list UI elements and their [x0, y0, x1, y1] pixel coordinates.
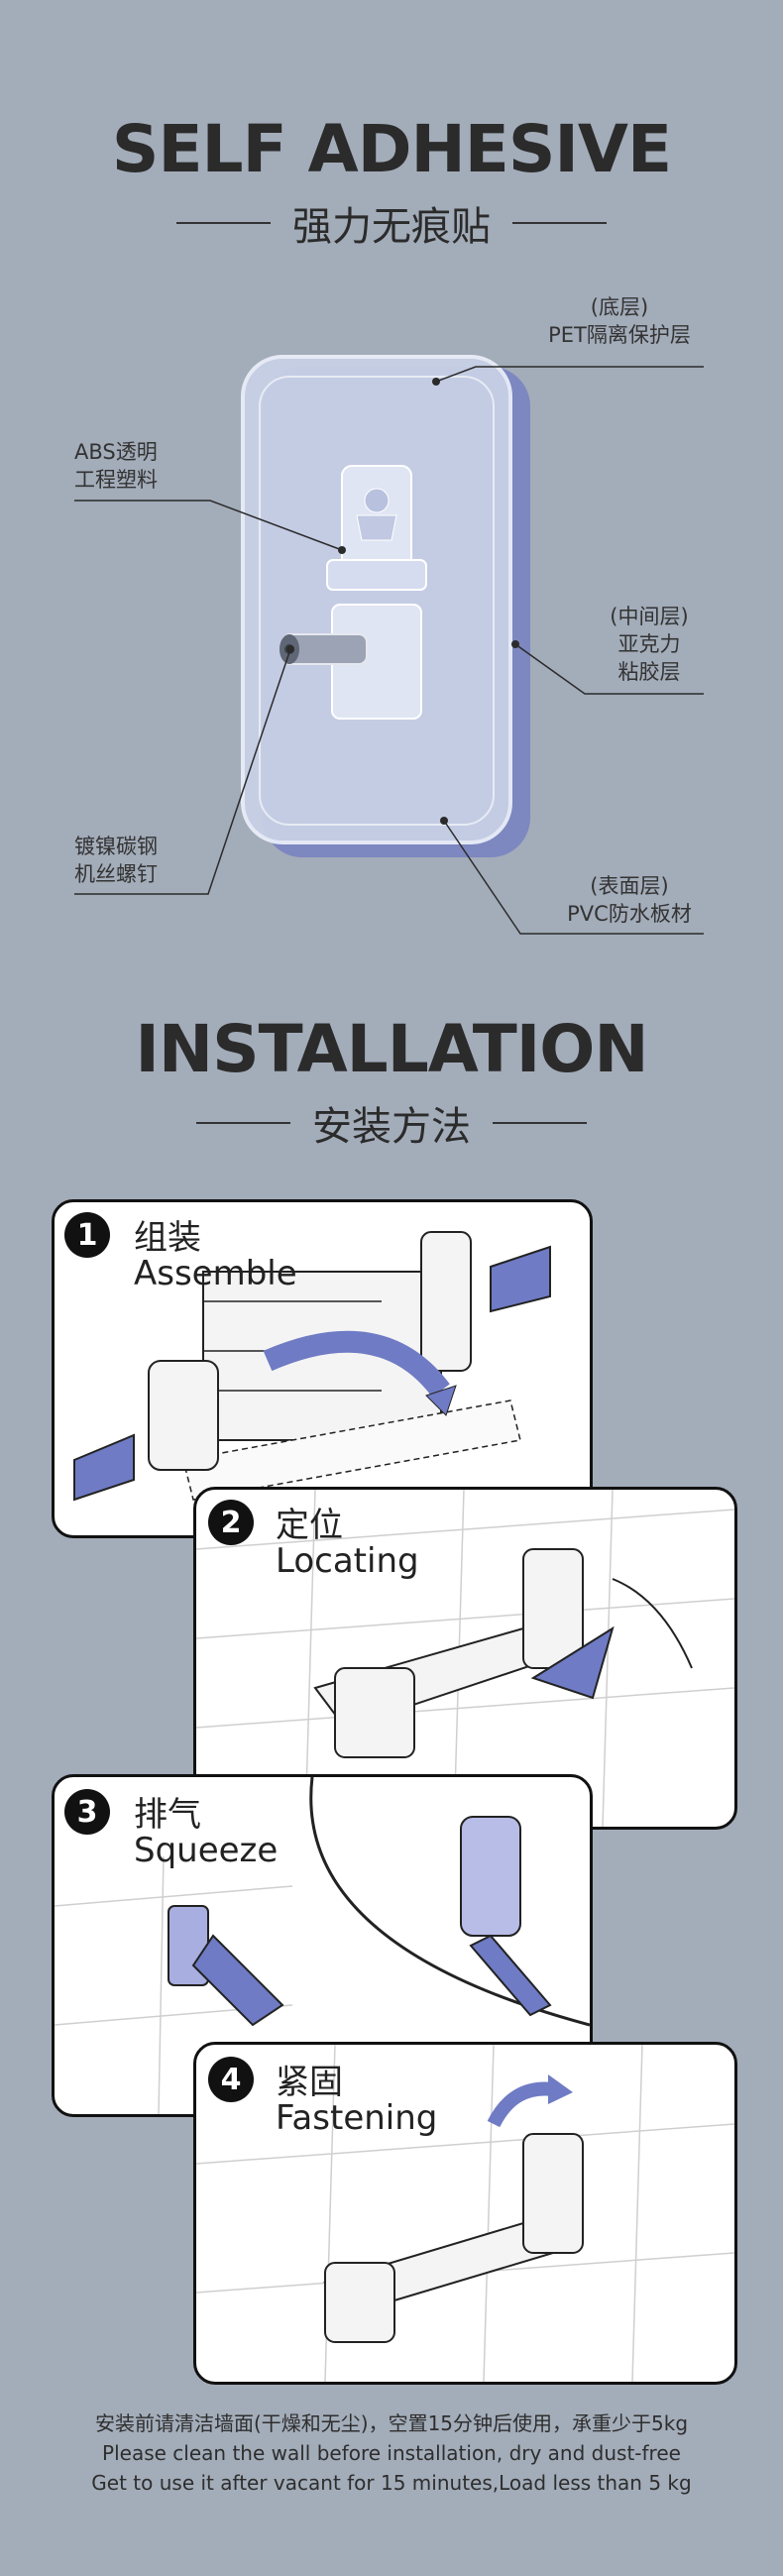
installation-title: INSTALLATION: [135, 1011, 648, 1087]
pet-layer-label: (底层) PET隔离保护层: [525, 293, 714, 349]
screw-label: 镀镍碳钢 机丝螺钉: [74, 833, 158, 888]
step-1-title-en: Assemble: [134, 1254, 297, 1293]
step-number-4: 4: [208, 2057, 254, 2102]
step-2-title-en: Locating: [276, 1541, 419, 1581]
acrylic-label: (中间层) 亚克力 粘胶层: [595, 603, 704, 686]
step-2-title-cn: 定位: [276, 1506, 343, 1545]
abs-label-line2: 工程塑料: [74, 468, 158, 492]
step-3-title-cn: 排气: [134, 1795, 201, 1835]
step-3-title-en: Squeeze: [134, 1831, 279, 1870]
self-adhesive-subtitle-row: 强力无痕贴: [0, 194, 783, 252]
pet-label-line1: (底层): [590, 295, 649, 319]
divider-left: [196, 1122, 290, 1124]
install-note-cn: 安装前请清洁墙面(干燥和无尘)，空置15分钟后使用，承重少于5kg: [94, 2411, 689, 2435]
installation-subtitle-row: 安装方法: [0, 1094, 783, 1152]
pvc-layer: [241, 355, 512, 844]
install-note-en-1: Please clean the wall before installatio…: [102, 2441, 681, 2465]
locating-illustration: [196, 1490, 734, 1827]
divider-right: [512, 222, 607, 224]
install-note-en-2: Get to use it after vacant for 15 minute…: [91, 2471, 692, 2495]
assemble-illustration: [73, 1231, 551, 1502]
step-card-assemble: 1 组装 Assemble: [52, 1199, 593, 1538]
acrylic-label-line1: (中间层): [610, 605, 689, 628]
pet-label-line2: PET隔离保护层: [548, 323, 691, 347]
divider-left: [176, 222, 271, 224]
divider-right: [493, 1122, 587, 1124]
abs-label-line1: ABS透明: [74, 440, 158, 464]
self-adhesive-title: SELF ADHESIVE: [111, 111, 672, 187]
installation-subtitle: 安装方法: [312, 1104, 471, 1150]
screw-label-line1: 镀镍碳钢: [74, 835, 158, 858]
step-number-2: 2: [208, 1500, 254, 1545]
self-adhesive-subtitle: 强力无痕贴: [292, 204, 491, 250]
adhesive-pad-illustration: [74, 355, 704, 935]
pvc-label-line2: PVC防水板材: [567, 902, 692, 926]
fastening-illustration: [196, 2045, 734, 2382]
step-number-1: 1: [64, 1212, 110, 1258]
step-card-locating: 2 定位 Locating: [193, 1487, 737, 1830]
squeeze-illustration: [55, 1777, 590, 2114]
acrylic-label-line3: 粘胶层: [617, 660, 681, 684]
pvc-label-line1: (表面层): [590, 874, 669, 898]
step-4-title-cn: 紧固: [276, 2063, 343, 2102]
abs-label: ABS透明 工程塑料: [74, 438, 158, 494]
pvc-label: (表面层) PVC防水板材: [545, 872, 714, 928]
step-4-title-en: Fastening: [276, 2098, 438, 2138]
screw-label-line2: 机丝螺钉: [74, 862, 158, 886]
step-card-fastening: 4 紧固 Fastening: [193, 2042, 737, 2385]
step-number-3: 3: [64, 1789, 110, 1835]
step-1-title-cn: 组装: [134, 1218, 201, 1258]
acrylic-label-line2: 亚克力: [617, 632, 681, 656]
